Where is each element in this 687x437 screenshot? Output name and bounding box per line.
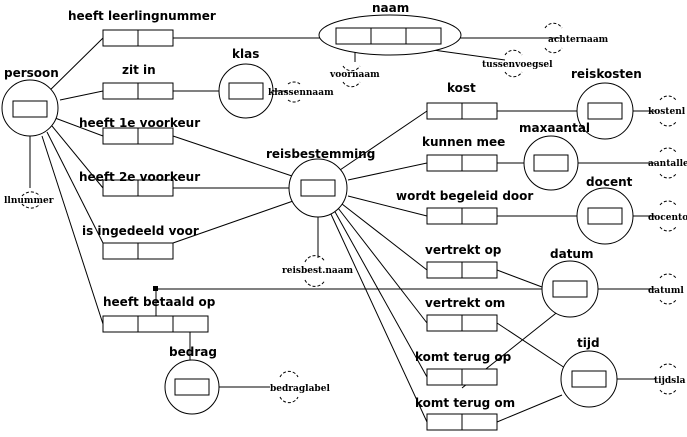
entity-naam: naam — [318, 1, 462, 56]
svg-text:wordt begeleid door: wordt begeleid door — [396, 189, 533, 203]
entity-docent: docent — [576, 175, 634, 245]
relation-kunnen-mee: kunnen mee — [422, 135, 505, 172]
relation-komt-terug-om: komt terug om — [415, 396, 515, 431]
svg-text:is ingedeeld voor: is ingedeeld voor — [82, 224, 199, 238]
svg-text:heeft leerlingnummer: heeft leerlingnummer — [68, 9, 216, 23]
svg-text:docento: docento — [648, 213, 687, 223]
entity-reiskosten: reiskosten — [571, 67, 642, 140]
relation-heeft-1e-voorkeur: heeft 1e voorkeur — [79, 116, 200, 145]
entity-reisbestemming: reisbestemming — [266, 147, 375, 218]
svg-text:heeft 1e voorkeur: heeft 1e voorkeur — [79, 116, 200, 130]
svg-text:vertrekt op: vertrekt op — [425, 243, 502, 257]
svg-text:datuml: datuml — [648, 286, 684, 296]
entity-maxaantal: maxaantal — [519, 121, 590, 191]
reiskosten-label: reiskosten — [571, 67, 642, 81]
entity-klas: klas — [218, 47, 274, 119]
connectors — [29, 37, 655, 423]
relation-is-ingedeeld-voor: is ingedeeld voor — [82, 224, 199, 260]
relation-heeft-leerlingnummer: heeft leerlingnummer — [68, 9, 216, 47]
klas-label: klas — [232, 47, 259, 61]
junction-marker — [153, 286, 158, 291]
svg-text:zit in: zit in — [122, 63, 156, 77]
bedrag-label: bedrag — [169, 345, 217, 359]
relation-kost: kost — [426, 81, 498, 120]
tijd-label: tijd — [577, 336, 600, 350]
svg-text:kunnen mee: kunnen mee — [422, 135, 505, 149]
svg-text:achternaam: achternaam — [548, 35, 609, 45]
relation-heeft-2e-voorkeur: heeft 2e voorkeur — [79, 170, 200, 197]
svg-text:heeft betaald op: heeft betaald op — [103, 295, 216, 309]
svg-text:klassennaam: klassennaam — [268, 88, 334, 98]
svg-text:voornaam: voornaam — [329, 70, 380, 80]
entity-bedrag: bedrag — [164, 345, 220, 415]
relation-komt-terug-op: komt terug op — [415, 350, 512, 386]
entity-datum: datum — [541, 247, 599, 318]
entity-persoon: persoon — [1, 66, 59, 137]
svg-text:bedraglabel: bedraglabel — [270, 384, 330, 394]
svg-text:vertrekt om: vertrekt om — [425, 296, 505, 310]
reisbestemming-label: reisbestemming — [266, 147, 375, 161]
value-labels: llnummer klassennaam voornaam tussenvoeg… — [4, 22, 687, 404]
naam-label: naam — [372, 1, 409, 15]
relation-zit-in: zit in — [102, 63, 174, 100]
svg-text:komt terug op: komt terug op — [415, 350, 512, 364]
svg-text:komt terug om: komt terug om — [415, 396, 515, 410]
relation-vertrekt-op: vertrekt op — [425, 243, 502, 279]
svg-text:kostenl: kostenl — [648, 107, 686, 117]
svg-text:tussenvoegsel: tussenvoegsel — [482, 60, 553, 70]
svg-text:reisbest.naam: reisbest.naam — [282, 266, 354, 276]
relation-heeft-betaald-op: heeft betaald op — [102, 295, 216, 333]
svg-text:aantalle: aantalle — [648, 159, 687, 169]
maxaantal-label: maxaantal — [519, 121, 590, 135]
datum-label: datum — [550, 247, 593, 261]
relation-vertrekt-om: vertrekt om — [425, 296, 505, 332]
svg-text:llnummer: llnummer — [4, 196, 54, 206]
persoon-label: persoon — [4, 66, 59, 80]
relation-wordt-begeleid-door: wordt begeleid door — [396, 189, 533, 225]
docent-label: docent — [586, 175, 633, 189]
entity-tijd: tijd — [560, 336, 618, 408]
svg-text:tijdsla: tijdsla — [654, 376, 686, 386]
svg-text:kost: kost — [447, 81, 476, 95]
svg-text:heeft 2e voorkeur: heeft 2e voorkeur — [79, 170, 200, 184]
